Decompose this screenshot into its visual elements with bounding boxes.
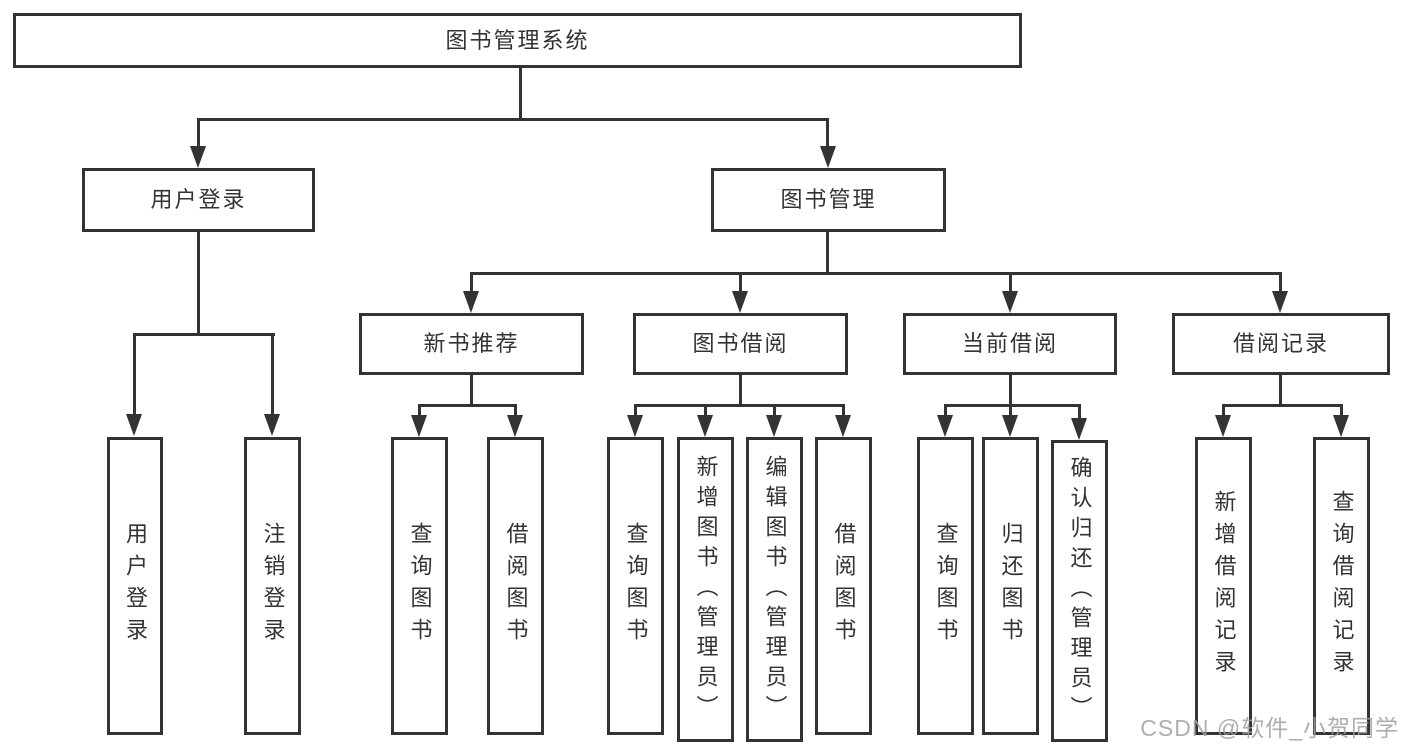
leaf-user-login: 用户登录 <box>107 437 163 735</box>
connector-borrow-records-rail <box>1222 404 1343 407</box>
arrow-down-icon <box>1071 418 1087 440</box>
connector-stem-current-borrow <box>1009 272 1012 294</box>
connector-stem-borrow-records <box>1279 272 1282 294</box>
connector-stem <box>842 404 845 418</box>
leaf-edit-book-admin: 编辑图书（管理员） <box>746 437 803 742</box>
node-label: 借阅图书 <box>503 522 529 650</box>
leaf-borrow-books: 借阅图书 <box>487 437 544 735</box>
connector-book-borrow-trunk <box>739 375 742 407</box>
connector-stem-new-book <box>470 272 473 294</box>
node-borrowing-records: 借阅记录 <box>1172 313 1390 375</box>
node-label: 查询借阅记录 <box>1329 490 1355 682</box>
leaf-return-books: 归还图书 <box>982 437 1039 735</box>
arrow-down-icon <box>126 414 142 436</box>
arrow-down-icon <box>627 415 643 437</box>
leaf-query-books: 查询图书 <box>607 437 664 735</box>
connector-stem <box>773 404 776 418</box>
node-label: 新增图书（管理员） <box>693 454 719 725</box>
node-label: 图书管理系统 <box>445 27 590 53</box>
node-label: 查询图书 <box>407 522 433 650</box>
connector-stem-leaf-logout <box>271 333 274 417</box>
arrow-down-icon <box>1215 415 1231 437</box>
node-user-login: 用户登录 <box>82 168 315 232</box>
node-label: 新增借阅记录 <box>1211 490 1237 682</box>
connector-user-login-trunk <box>197 232 200 336</box>
arrow-down-icon <box>1002 415 1018 437</box>
connector-stem <box>1222 404 1225 418</box>
arrow-down-icon <box>937 415 953 437</box>
connector-stem <box>634 404 637 418</box>
node-new-book-recommendation: 新书推荐 <box>359 313 584 375</box>
arrow-down-icon <box>1002 291 1018 313</box>
leaf-add-book-admin: 新增图书（管理员） <box>677 437 734 742</box>
connector-level2-rail <box>197 118 829 121</box>
connector-stem-book-borrow <box>739 272 742 294</box>
connector-stem <box>704 404 707 418</box>
node-label: 查询图书 <box>623 522 649 650</box>
node-label: 注销登录 <box>260 522 286 650</box>
connector-book-borrow-rail <box>634 404 844 407</box>
connector-stem-user-login <box>197 118 200 150</box>
connector-user-login-rail <box>133 333 275 336</box>
connector-stem <box>1009 404 1012 418</box>
leaf-logout: 注销登录 <box>244 437 301 735</box>
node-label: 借阅记录 <box>1232 331 1329 356</box>
arrow-down-icon <box>463 291 479 313</box>
connector-borrow-records-trunk <box>1279 375 1282 407</box>
connector-stem <box>1340 404 1343 418</box>
node-label: 借阅图书 <box>831 522 857 650</box>
node-label: 用户登录 <box>150 187 247 212</box>
node-label: 用户登录 <box>123 522 148 650</box>
node-book-borrowing: 图书借阅 <box>633 313 848 375</box>
arrow-down-icon <box>411 415 427 437</box>
connector-stem <box>1078 404 1081 420</box>
node-current-borrowing: 当前借阅 <box>903 313 1117 375</box>
connector-new-book-trunk <box>470 375 473 407</box>
leaf-query-books: 查询图书 <box>917 437 974 735</box>
leaf-borrow-books: 借阅图书 <box>815 437 872 735</box>
node-label: 确认归还（管理员） <box>1067 456 1093 726</box>
leaf-query-books: 查询图书 <box>391 437 448 735</box>
csdn-watermark: CSDN @软件_小贺同学 <box>1140 715 1399 741</box>
arrow-down-icon <box>820 146 836 168</box>
connector-stem-book-management <box>826 118 829 150</box>
leaf-query-borrow-record: 查询借阅记录 <box>1313 437 1370 735</box>
node-label: 图书管理 <box>780 187 877 212</box>
arrow-down-icon <box>732 291 748 313</box>
leaf-confirm-return-admin: 确认归还（管理员） <box>1051 440 1108 742</box>
connector-stem <box>514 404 517 418</box>
connector-new-book-rail <box>418 404 517 407</box>
node-label: 查询图书 <box>933 522 959 650</box>
arrow-down-icon <box>1333 415 1349 437</box>
arrow-down-icon <box>264 414 280 436</box>
connector-stem-leaf-user-login <box>133 333 136 417</box>
arrow-down-icon <box>190 146 206 168</box>
connector-current-borrow-rail <box>944 404 1081 407</box>
node-label: 图书借阅 <box>692 331 789 356</box>
arrow-down-icon <box>507 415 523 437</box>
node-book-management: 图书管理 <box>711 168 946 232</box>
node-label: 编辑图书（管理员） <box>762 454 788 725</box>
arrow-down-icon <box>1272 291 1288 313</box>
connector-level3-rail <box>470 272 1282 275</box>
connector-stem <box>418 404 421 418</box>
connector-current-borrow-trunk <box>1009 375 1012 407</box>
node-label: 归还图书 <box>998 522 1024 650</box>
leaf-add-borrow-record: 新增借阅记录 <box>1195 437 1252 735</box>
arrow-down-icon <box>835 415 851 437</box>
connector-book-management-trunk <box>826 232 829 275</box>
arrow-down-icon <box>766 415 782 437</box>
arrow-down-icon <box>697 415 713 437</box>
connector-stem <box>944 404 947 418</box>
connector-root-trunk <box>519 68 522 120</box>
node-label: 当前借阅 <box>961 331 1058 356</box>
node-label: 新书推荐 <box>423 331 520 356</box>
node-root-library-management-system: 图书管理系统 <box>13 13 1022 68</box>
